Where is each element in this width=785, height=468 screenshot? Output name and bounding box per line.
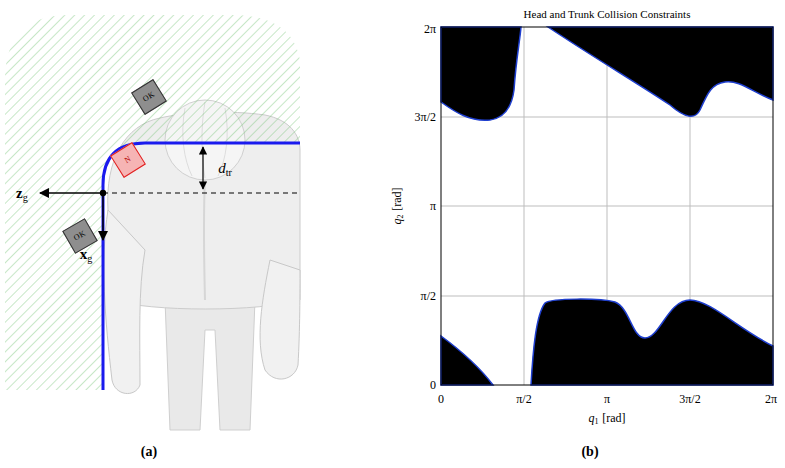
plot-grid (441, 27, 773, 385)
tick-label-group: π (604, 393, 610, 405)
person-left-arm (104, 210, 145, 394)
collision-region (531, 299, 773, 385)
axis-label: [rad] (602, 411, 625, 425)
axis-label: [rad] (390, 188, 404, 211)
grid-line (441, 296, 773, 297)
tick-label-group: 2π (765, 393, 777, 405)
person-right-arm (260, 260, 300, 379)
origin-dot (100, 190, 106, 196)
tick-label-group: π/2 (421, 290, 436, 302)
panel-label: (b) (581, 444, 598, 459)
axis-symbol: g (23, 192, 28, 203)
axis-label: q (589, 411, 595, 425)
axis-symbol-group: xg (80, 247, 93, 262)
collision-region (548, 27, 773, 116)
panel-label-group: (b) (581, 445, 598, 459)
boundary-path (103, 143, 300, 390)
collision-region (441, 336, 493, 385)
tick-label-group: 0 (430, 379, 436, 391)
axis-label: 2 (396, 214, 405, 218)
axis-symbol: z (16, 185, 23, 201)
tick-label: 3π/2 (415, 110, 436, 124)
axis-symbol-group: zg (16, 186, 28, 201)
tick-label-group: π (430, 200, 436, 212)
box-label: N (123, 155, 133, 165)
tick-label-group: 3π/2 (415, 111, 436, 123)
box-label: OK (73, 229, 88, 242)
person-illustration (104, 100, 300, 430)
axis-label: q (390, 219, 404, 225)
axis-label: 1 (595, 417, 599, 426)
plot-title: Head and Trunk Collision Constraints (524, 8, 691, 20)
person-legs (165, 300, 255, 430)
dimension-label-group: dtr (218, 161, 232, 176)
tick-label: 2π (765, 392, 777, 406)
collision-regions (441, 27, 773, 385)
grid-line (441, 206, 773, 207)
tick-label: π (430, 199, 436, 213)
tick-label: π/2 (516, 392, 531, 406)
tick-label: π (604, 392, 610, 406)
tick-label: 0 (430, 378, 436, 392)
plot-title-group: Head and Trunk Collision Constraints (524, 9, 691, 20)
hatched-region (5, 15, 300, 390)
tick-label-group: 2π (424, 23, 436, 35)
tick-label-group: π/2 (516, 393, 531, 405)
tick-label: 3π/2 (679, 392, 700, 406)
z-axis-arrow (40, 192, 103, 194)
dashed-axis (103, 192, 300, 193)
axis-label-group: q1[rad] (589, 412, 626, 424)
axis-symbol: g (87, 253, 92, 264)
dimension-label: d (218, 160, 226, 176)
panel-label: (a) (141, 444, 157, 459)
tick-label-group: 0 (438, 393, 444, 405)
tick-label: 2π (424, 22, 436, 36)
tick-label-group: 3π/2 (679, 393, 700, 405)
axis-label-group: q2 [rad] (391, 188, 403, 225)
dimension-label: tr (226, 167, 232, 178)
person-spine (204, 178, 205, 300)
axis-symbol: x (80, 246, 88, 262)
plot-frame (441, 27, 773, 385)
collision-region (441, 27, 521, 120)
tick-label: π/2 (421, 289, 436, 303)
panel-label-group: (a) (141, 445, 157, 459)
tick-label: 0 (438, 392, 444, 406)
box-label: OK (142, 90, 157, 103)
dimension-arrow (202, 147, 203, 189)
x-axis-arrow (102, 193, 104, 240)
